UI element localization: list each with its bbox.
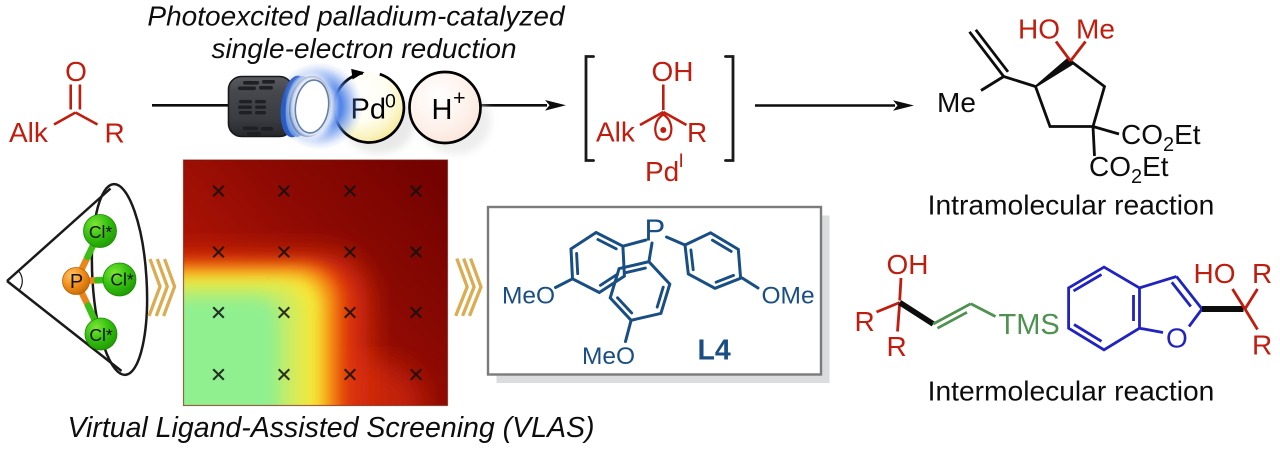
svg-text:Virtual Ligand-Assisted Screen: Virtual Ligand-Assisted Screening (VLAS) — [68, 412, 595, 444]
svg-text:O: O — [65, 56, 87, 87]
svg-text:HO: HO — [1194, 258, 1236, 289]
svg-text:I: I — [679, 151, 684, 172]
svg-text:Pd: Pd — [645, 156, 679, 187]
svg-text:Intermolecular reaction: Intermolecular reaction — [928, 375, 1215, 407]
svg-text:L4: L4 — [698, 335, 731, 367]
svg-text:Intramolecular reaction: Intramolecular reaction — [928, 189, 1215, 221]
svg-text:P: P — [645, 213, 666, 248]
svg-text:OH: OH — [887, 249, 929, 280]
svg-text:O: O — [1166, 323, 1188, 354]
svg-text:R: R — [1252, 330, 1272, 361]
svg-text:Cl*: Cl* — [89, 222, 113, 242]
svg-text:+: + — [453, 86, 466, 110]
svg-text:Me: Me — [1076, 14, 1115, 45]
svg-text:Cl*: Cl* — [110, 270, 134, 290]
svg-text:OMe: OMe — [762, 283, 815, 310]
svg-text:Alk: Alk — [9, 117, 49, 148]
svg-text:R: R — [1252, 258, 1272, 289]
svg-text:MeO: MeO — [502, 283, 555, 310]
svg-text:single-electron reduction: single-electron reduction — [211, 33, 516, 64]
svg-text:R: R — [105, 118, 125, 149]
svg-text:R: R — [887, 331, 907, 362]
svg-text:HO: HO — [1018, 14, 1060, 45]
svg-text:CO2Et: CO2Et — [1121, 119, 1201, 156]
svg-text:CO2Et: CO2Et — [1089, 151, 1169, 188]
svg-text:Me: Me — [937, 87, 976, 118]
svg-text:0: 0 — [385, 91, 396, 113]
svg-text:H: H — [432, 94, 453, 126]
svg-text:MeO: MeO — [582, 343, 635, 370]
svg-text:R: R — [687, 117, 707, 148]
svg-text:P: P — [70, 271, 83, 293]
svg-text:OH: OH — [652, 56, 694, 87]
svg-text:TMS: TMS — [999, 309, 1060, 341]
svg-text:Photoexcited palladium-catalyz: Photoexcited palladium-catalyzed — [147, 1, 566, 32]
svg-text:Alk: Alk — [596, 117, 636, 148]
svg-text:Cl*: Cl* — [89, 325, 113, 345]
svg-text:R: R — [855, 306, 875, 337]
